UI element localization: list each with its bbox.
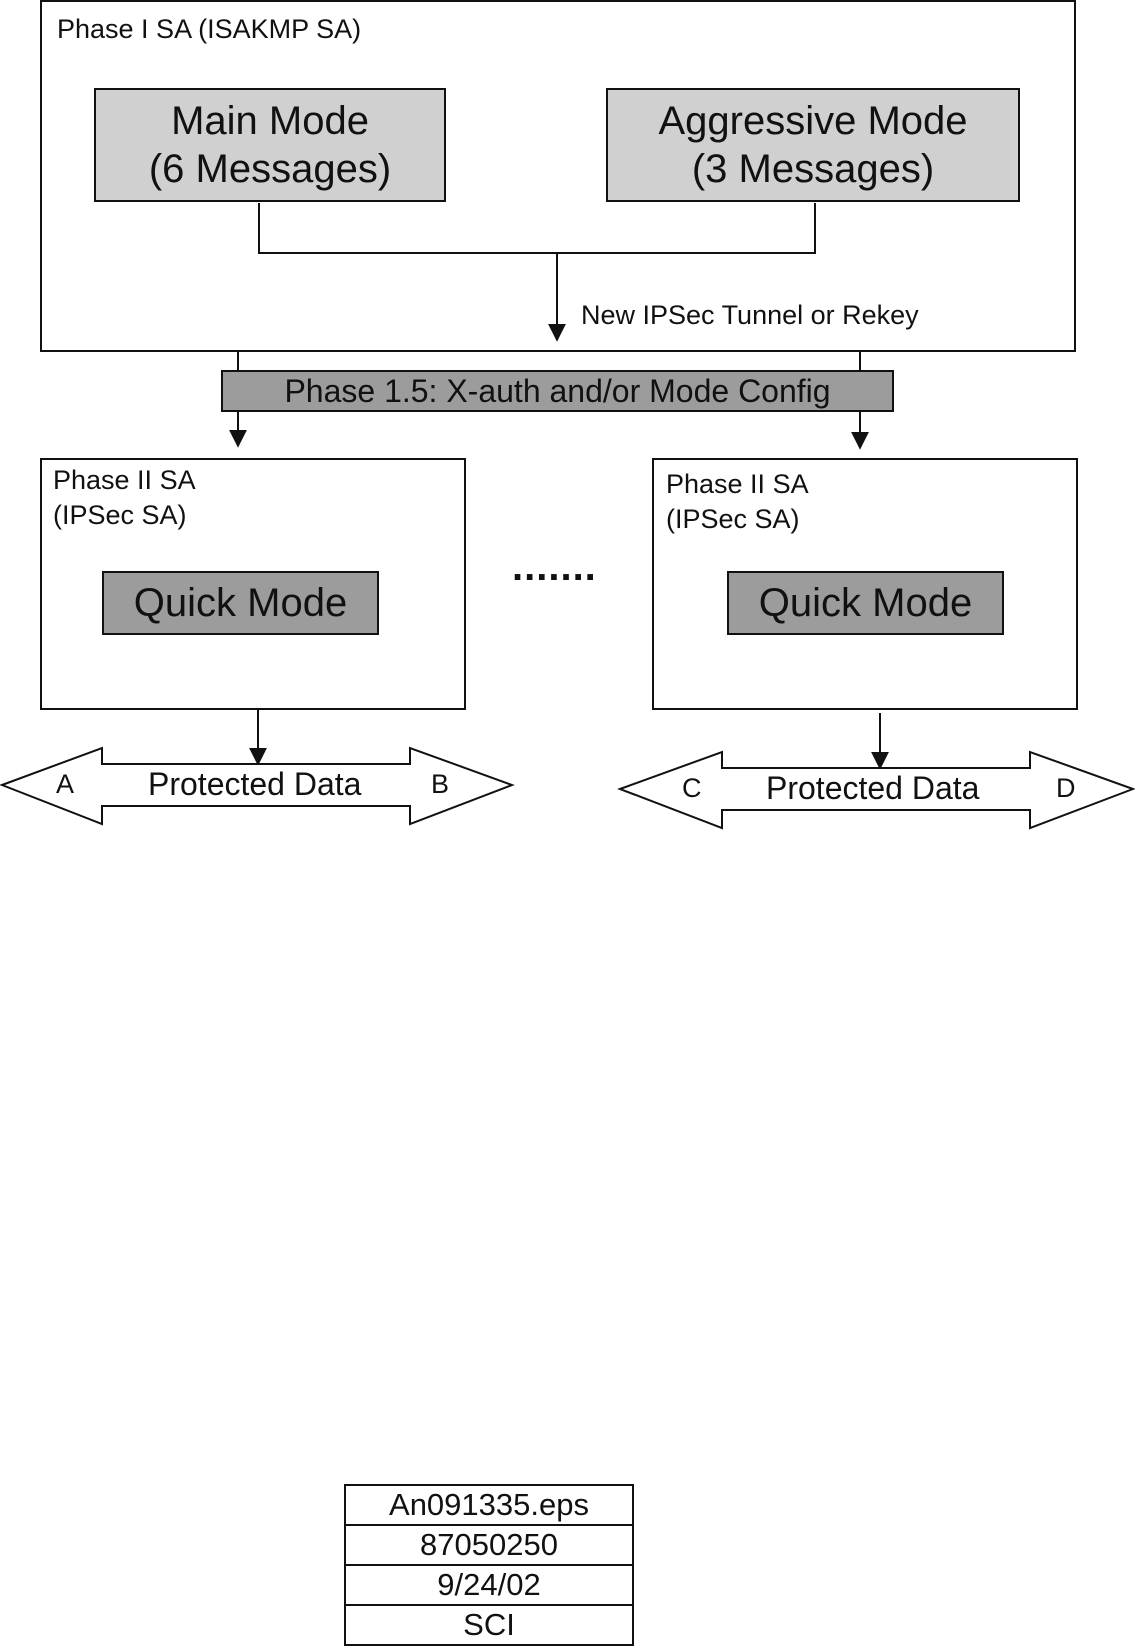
phase2-right-subtitle: (IPSec SA)	[666, 504, 800, 534]
phase15-label: Phase 1.5: X-auth and/or Mode Config	[284, 372, 831, 409]
flow-label: New IPSec Tunnel or Rekey	[581, 300, 919, 330]
phase1-label: Phase I SA (ISAKMP SA)	[57, 14, 362, 44]
phase2-left-subtitle: (IPSec SA)	[53, 500, 187, 530]
left-protected-data-label: Protected Data	[148, 766, 362, 802]
main-mode-title: Main Mode	[171, 99, 369, 143]
phase2-left-title: Phase II SA	[53, 465, 196, 495]
aggressive-mode-box: Aggressive Mode (3 Messages)	[606, 88, 1020, 202]
endpoint-b: B	[431, 769, 450, 799]
quick-mode-left-box: Quick Mode	[102, 571, 379, 635]
quick-mode-right-box: Quick Mode	[727, 571, 1004, 635]
right-protected-data-label: Protected Data	[766, 770, 980, 806]
endpoint-c: C	[682, 773, 702, 803]
main-mode-box: Main Mode (6 Messages)	[94, 88, 446, 202]
stamp-filename: An091335.eps	[346, 1486, 632, 1526]
right-protected-data-arrow	[617, 750, 1135, 830]
phase15-bar: Phase 1.5: X-auth and/or Mode Config	[221, 370, 894, 412]
aggressive-mode-count: (3 Messages)	[691, 147, 935, 191]
stamp-date: 9/24/02	[346, 1566, 632, 1606]
more-sa-ellipsis: .......	[512, 545, 597, 589]
quick-mode-left-label: Quick Mode	[133, 580, 348, 625]
stamp-source: SCI	[463, 1607, 515, 1642]
main-mode-count: (6 Messages)	[148, 147, 392, 191]
endpoint-d: D	[1056, 773, 1076, 803]
stamp-number: 87050250	[346, 1526, 632, 1566]
aggressive-mode-title: Aggressive Mode	[658, 99, 968, 143]
quick-mode-right-label: Quick Mode	[758, 580, 973, 625]
file-stamp-table: An091335.eps 87050250 9/24/02 SCI	[344, 1484, 634, 1646]
left-protected-data-arrow	[0, 746, 515, 826]
phase2-right-title: Phase II SA	[666, 469, 809, 499]
endpoint-a: A	[56, 769, 75, 799]
merge-line	[258, 203, 816, 254]
